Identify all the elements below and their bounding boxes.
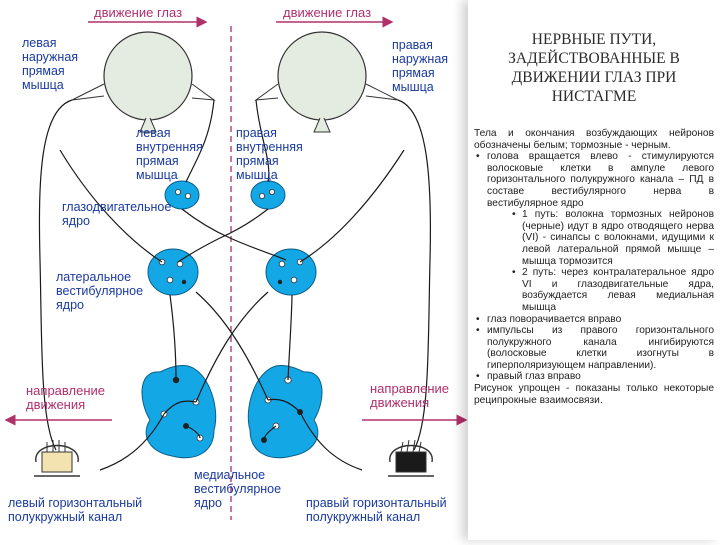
medial-vestibular-nucleus-left (141, 365, 217, 459)
nerve-fibers (38, 99, 432, 471)
panel-title: НЕРВНЫЕ ПУТИ, ЗАДЕЙСТВОВАННЫЕ В ДВИЖЕНИИ… (508, 31, 680, 105)
right-lateral-rectus-label: правая наружная прямая мышца (392, 38, 449, 94)
list-item: импульсы из правого горизонтального полу… (474, 325, 714, 371)
left-medial-rectus-label: левая внутренняя прямая мышца (136, 126, 203, 182)
list-item: правый глаз вправо (474, 371, 714, 383)
lateral-vestibular-nucleus-label: латеральное вестибулярное ядро (56, 270, 144, 312)
right-semicircular-canal (388, 439, 434, 477)
panel-intro: Тела и окончания возбуждающих нейронов о… (474, 128, 714, 151)
right-eye (277, 31, 367, 133)
left-semicircular-canal (34, 440, 80, 477)
lateral-vestibular-nucleus-left (147, 248, 199, 296)
medial-vestibular-nucleus-label: медиальное вестибулярное ядро (194, 468, 282, 510)
right-medial-rectus-label: правая внутренняя прямая мышца (236, 126, 303, 182)
nystagmus-pathway-diagram: движение глаз движение глаз левая наружн… (4, 5, 468, 524)
right-canal-label: правый горизонтальный полукружный канал (306, 496, 447, 524)
direction-label-right: направление движения (370, 381, 450, 410)
left-eye (103, 31, 193, 133)
direction-label-left: направление движения (26, 383, 106, 412)
list-item: глаз поворачивается вправо (474, 314, 714, 326)
list-item: голова вращается влево - стимулируются в… (474, 151, 714, 209)
list-item: 2 путь: через контралатеральное ядро VI … (474, 267, 714, 313)
panel-list: голова вращается влево - стимулируются в… (474, 151, 714, 383)
oculomotor-nucleus-right (250, 180, 286, 210)
panel-outro: Рисунок упрощен - показаны только некото… (474, 383, 714, 406)
pathway-drawing (4, 16, 468, 520)
panel-body: Тела и окончания возбуждающих нейронов о… (474, 128, 714, 406)
eye-movement-label-left: движение глаз (94, 5, 183, 20)
left-canal-label: левый горизонтальный полукружный канал (8, 496, 143, 524)
explanation-panel: НЕРВНЫЕ ПУТИ, ЗАДЕЙСТВОВАННЫЕ В ДВИЖЕНИИ… (468, 0, 720, 540)
eye-movement-label-right: движение глаз (283, 5, 372, 20)
left-lateral-rectus-label: левая наружная прямая мышца (22, 36, 79, 92)
oculomotor-nucleus-label: глазодвигательное ядро (62, 200, 172, 228)
medial-vestibular-nucleus-right (247, 365, 323, 459)
list-item: 1 путь: волокна тормозных нейронов (черн… (474, 209, 714, 267)
